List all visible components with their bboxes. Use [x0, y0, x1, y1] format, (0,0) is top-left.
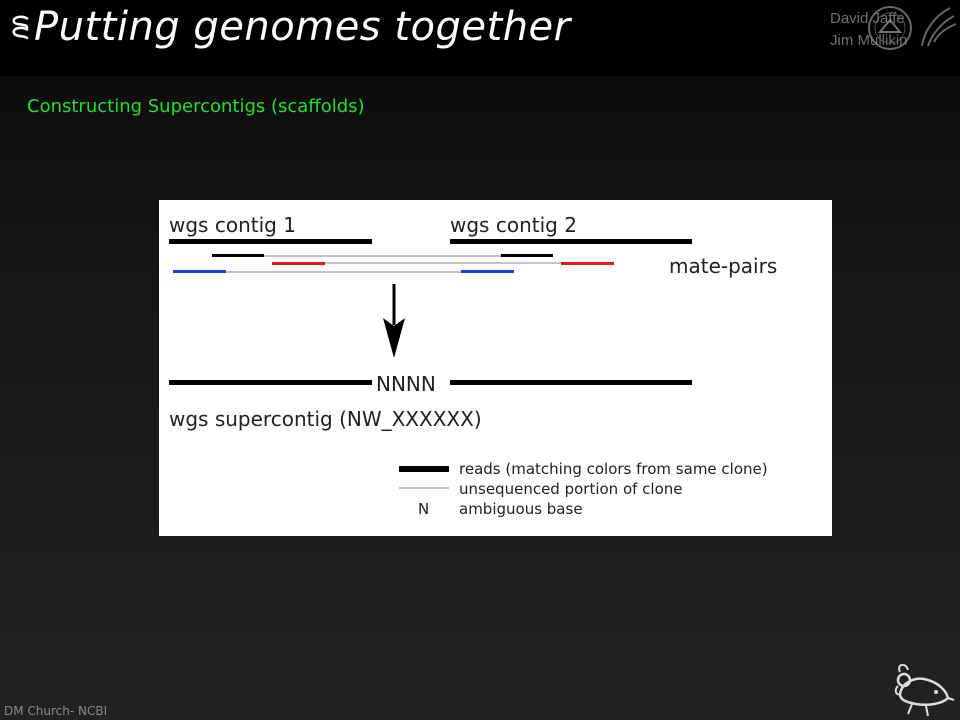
- mouse-drawing-icon: [894, 664, 955, 717]
- matepairs-label: mate-pairs: [669, 254, 777, 278]
- gap-label: NNNN: [376, 372, 436, 396]
- diagram-canvas: wgs contig 1 wgs contig 2 mate-pairs NNN…: [169, 213, 777, 518]
- down-arrow-icon: [383, 318, 405, 358]
- slide-subtitle: Constructing Supercontigs (scaffolds): [27, 96, 365, 117]
- read-blue-right: [461, 270, 514, 273]
- legend-reads-swatch: [399, 466, 449, 472]
- read-red-left: [272, 262, 325, 265]
- read-blue-left: [173, 270, 226, 273]
- legend-ambiguous-label: ambiguous base: [459, 500, 583, 518]
- supercontig-label: wgs supercontig (NW_XXXXXX): [169, 407, 482, 431]
- contig2-bar: [450, 239, 692, 244]
- read-black-right: [501, 254, 553, 257]
- ncbi-logo-icon: [12, 15, 29, 40]
- supercontig-left-bar: [169, 380, 372, 385]
- legend-reads-label: reads (matching colors from same clone): [459, 460, 768, 478]
- contig1-label: wgs contig 1: [169, 213, 296, 237]
- contig1-bar: [169, 239, 372, 244]
- slide-title: Putting genomes together: [34, 4, 571, 50]
- title-bar: Putting genomes together David Jaffe Jim…: [0, 0, 960, 76]
- read-black-left: [212, 254, 264, 257]
- read-red-right: [561, 262, 614, 265]
- scaffold-diagram: wgs contig 1 wgs contig 2 mate-pairs NNN…: [159, 200, 832, 536]
- nih-seal-icon: [868, 6, 957, 50]
- contig2-label: wgs contig 2: [450, 213, 577, 237]
- legend-n-symbol: N: [418, 500, 429, 518]
- supercontig-right-bar: [450, 380, 692, 385]
- footer-credit: DM Church- NCBI: [4, 704, 108, 718]
- legend-unsequenced-label: unsequenced portion of clone: [459, 480, 683, 498]
